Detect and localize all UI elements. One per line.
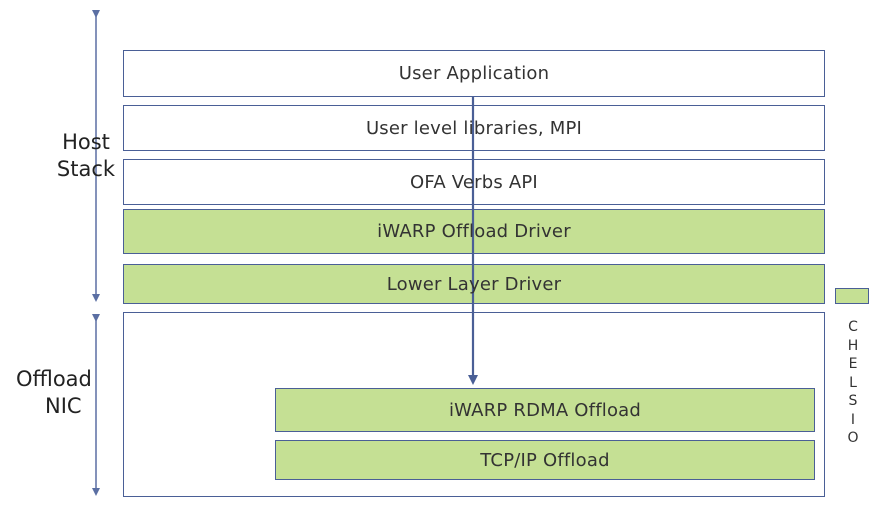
layer-lower-layer-driver: Lower Layer Driver (123, 264, 825, 304)
layer-ofa-verbs-label: OFA Verbs API (410, 171, 538, 193)
layer-user-libraries-label: User level libraries, MPI (365, 117, 583, 139)
vendor-letter: C (848, 319, 858, 335)
host-stack-label: Host Stack (40, 129, 132, 183)
legend-offload-swatch (835, 288, 869, 304)
vendor-letter: H (847, 337, 859, 354)
layer-tcpip-offload: TCP/IP Offload (275, 440, 815, 480)
offload-nic-label: Offload NIC (10, 366, 112, 420)
offload-nic-label-line2: NIC (45, 394, 82, 418)
layer-lower-layer-driver-label: Lower Layer Driver (386, 273, 562, 295)
layer-iwarp-offload-driver-label: iWARP Offload Driver (377, 221, 571, 242)
layer-iwarp-offload-driver: iWARP Offload Driver (123, 209, 825, 254)
layer-user-libraries: User level libraries, MPI (123, 105, 825, 151)
layer-user-application-label: User Application (398, 63, 550, 84)
vendor-letter: S (848, 393, 858, 409)
layer-tcpip-offload-label: TCP/IP Offload (480, 449, 610, 471)
host-stack-label-line2: Stack (56, 157, 116, 181)
layer-iwarp-rdma-offload-label: iWARP RDMA Offload (448, 399, 642, 421)
layer-user-application: User Application (123, 50, 825, 97)
layer-ofa-verbs: OFA Verbs API (123, 159, 825, 205)
vendor-letter: I (850, 411, 856, 428)
layer-iwarp-rdma-offload: iWARP RDMA Offload (275, 388, 815, 432)
vendor-letter: E (848, 356, 858, 372)
vendor-letter: O (847, 430, 859, 446)
vendor-letter: L (849, 374, 857, 391)
host-stack-label-line1: Host (62, 130, 110, 154)
offload-nic-label-line1: Offload (16, 367, 92, 391)
vendor-vertical-label: C H E L S I O (843, 318, 863, 448)
